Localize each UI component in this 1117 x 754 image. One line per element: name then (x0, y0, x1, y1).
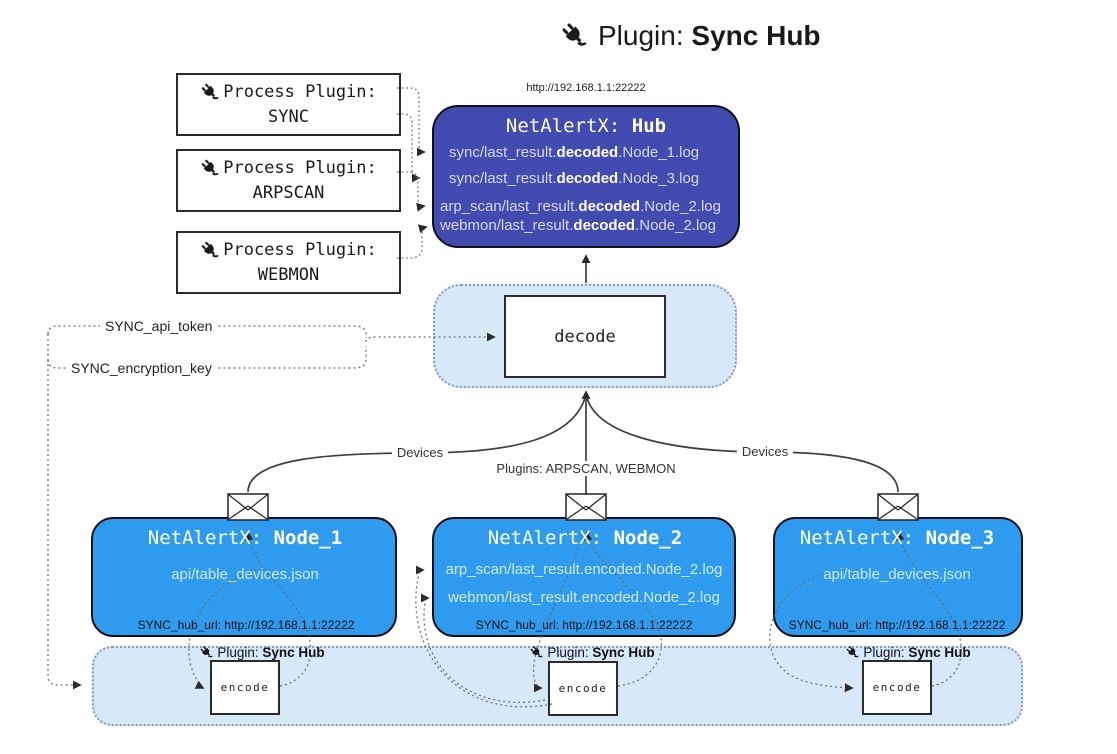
process-plugin-box-arpscan: Process Plugin: ARPSCAN (176, 149, 401, 212)
process-plugin-box-webmon: Process Plugin: WEBMON (176, 231, 401, 294)
edge-label-devices-left: Devices (391, 445, 449, 460)
node-title: NetAlertX: Node_3 (799, 527, 995, 549)
plugin-hub-dotted-lines (397, 87, 428, 259)
hub-log-line: arp_scan/last_result.decoded.Node_2.log (440, 198, 721, 215)
node-title: NetAlertX: Node_2 (487, 527, 683, 549)
plug-icon (199, 645, 214, 660)
hub-url-label: http://192.168.1.1:22222 (526, 82, 646, 94)
process-plugin-name: WEBMON (257, 264, 320, 285)
edge-label-devices-right: Devices (736, 444, 794, 459)
plug-icon (529, 645, 544, 660)
band-plugin-label: Plugin: Sync Hub (845, 645, 971, 660)
node-file: api/table_devices.json (171, 566, 319, 583)
process-plugin-label: Process Plugin: (223, 239, 377, 260)
plug-icon (845, 645, 860, 660)
page-title: Plugin: Sync Hub (560, 20, 821, 52)
sync-encryption-key-label: SYNC_encryption_key (66, 360, 217, 376)
node-file: arp_scan/last_result.encoded.Node_2.log (445, 561, 723, 578)
process-plugin-box-sync: Process Plugin: SYNC (176, 73, 401, 136)
plug-icon (200, 82, 221, 103)
encode-box: encode (862, 660, 932, 715)
sync-api-token-label: SYNC_api_token (100, 318, 218, 334)
node-hub-url: SYNC_hub_url: http://192.168.1.1:22222 (475, 618, 693, 632)
node-file: webmon/last_result.encoded.Node_2.log (448, 589, 720, 606)
node-hub-url: SYNC_hub_url: http://192.168.1.1:22222 (137, 618, 355, 632)
encode-label: encode (558, 682, 608, 695)
encode-label: encode (872, 681, 922, 694)
process-plugin-name: SYNC (268, 106, 309, 127)
process-plugin-label: Process Plugin: (223, 157, 377, 178)
band-plugin-label: Plugin: Sync Hub (529, 645, 655, 660)
decode-label: decode (554, 326, 616, 347)
edge-label-plugins: Plugins: ARPSCAN, WEBMON (491, 461, 681, 476)
band-plugin-label: Plugin: Sync Hub (199, 645, 325, 660)
node-title: NetAlertX: Node_1 (147, 527, 343, 549)
plug-icon (200, 240, 221, 261)
node-file: api/table_devices.json (823, 566, 971, 583)
plug-icon (200, 158, 221, 179)
decode-box: decode (504, 295, 666, 378)
page-title-text: Plugin: Sync Hub (598, 20, 821, 51)
encode-box: encode (210, 660, 280, 715)
node-hub-url: SYNC_hub_url: http://192.168.1.1:22222 (788, 618, 1006, 632)
hub-log-line: sync/last_result.decoded.Node_1.log (449, 144, 700, 161)
hub-log-line: webmon/last_result.decoded.Node_2.log (440, 217, 716, 234)
process-plugin-name: ARPSCAN (252, 182, 325, 203)
hub-log-line: sync/last_result.decoded.Node_3.log (449, 170, 700, 187)
hub-box (432, 105, 740, 248)
process-plugin-label: Process Plugin: (223, 81, 377, 102)
hub-title: NetAlertX: Hub (505, 115, 667, 137)
plug-icon (560, 21, 590, 51)
encode-label: encode (220, 681, 270, 694)
encode-box: encode (548, 661, 618, 716)
